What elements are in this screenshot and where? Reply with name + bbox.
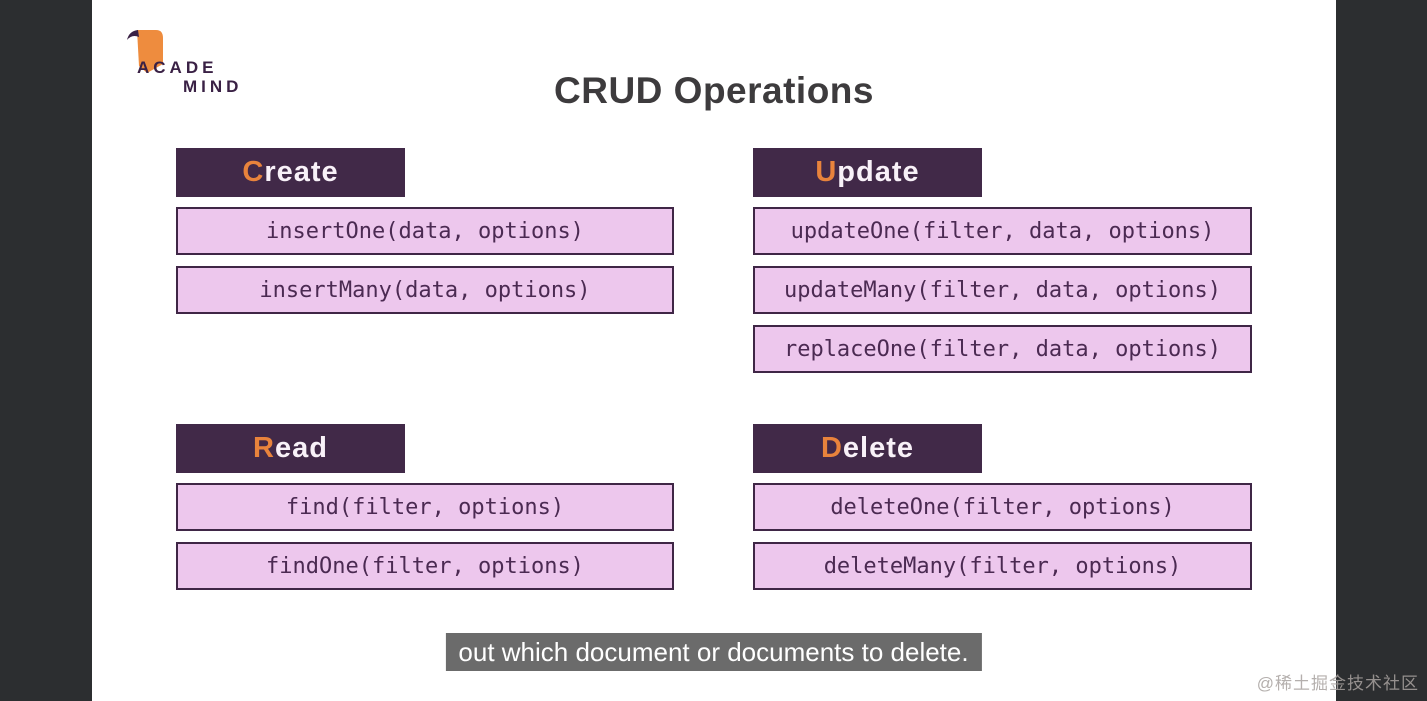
header-rest: ead: [274, 432, 328, 464]
header-rest: reate: [264, 156, 339, 188]
method-label: updateMany(filter, data, options): [783, 277, 1222, 303]
header-rest: elete: [842, 432, 915, 464]
method-box-insertone: insertOne(data, options): [176, 207, 674, 255]
method-label: deleteMany(filter, options): [823, 553, 1182, 579]
header-first-letter: R: [253, 432, 275, 464]
method-label: insertMany(data, options): [259, 277, 591, 303]
academind-logo-text: ACADE MIND: [137, 58, 242, 96]
method-box-find: find(filter, options): [176, 483, 674, 531]
academind-ribbon-icon: [127, 30, 163, 73]
subtitle-caption: out which document or documents to delet…: [445, 633, 982, 671]
header-first-letter: C: [242, 156, 265, 188]
header-rest: pdate: [837, 156, 920, 188]
method-label: replaceOne(filter, data, options): [783, 336, 1222, 362]
method-box-deleteone: deleteOne(filter, options): [753, 483, 1252, 531]
slide-title: CRUD Operations: [554, 70, 874, 111]
method-box-insertmany: insertMany(data, options): [176, 266, 674, 314]
method-label: updateOne(filter, data, options): [790, 218, 1215, 244]
letterbox-bar-left: [0, 0, 92, 701]
header-first-letter: D: [820, 432, 843, 464]
method-box-replaceone: replaceOne(filter, data, options): [753, 325, 1252, 373]
method-label: findOne(filter, options): [266, 553, 584, 579]
method-box-findone: findOne(filter, options): [176, 542, 674, 590]
header-first-letter: U: [815, 156, 838, 188]
method-box-deletemany: deleteMany(filter, options): [753, 542, 1252, 590]
method-box-updatemany: updateMany(filter, data, options): [753, 266, 1252, 314]
logo-line-mind: MIND: [183, 77, 243, 96]
method-label: deleteOne(filter, options): [830, 494, 1175, 520]
watermark: @稀土掘金技术社区: [1256, 674, 1419, 693]
method-box-updateone: updateOne(filter, data, options): [753, 207, 1252, 255]
method-label: find(filter, options): [285, 494, 565, 520]
letterbox-bar-right: [1336, 0, 1427, 701]
logo-line-acade: ACADE: [137, 58, 218, 77]
method-label: insertOne(data, options): [266, 218, 584, 244]
